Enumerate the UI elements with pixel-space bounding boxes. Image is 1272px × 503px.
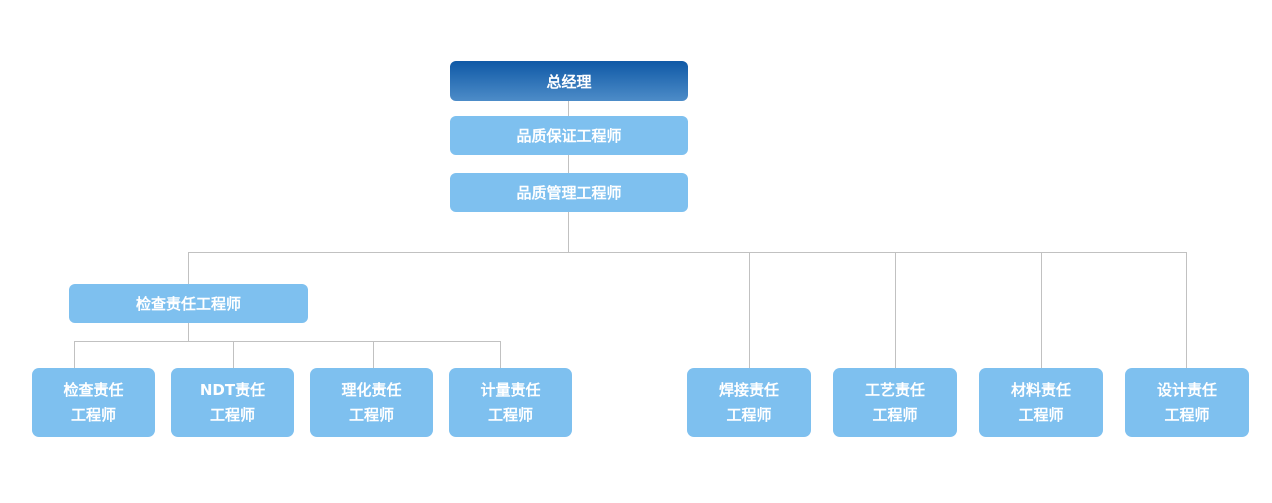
connector-sub-horizontal — [74, 341, 500, 342]
org-node-leaf-design: 设计责任 工程师 — [1125, 368, 1249, 437]
node-label: 检查责任工程师 — [135, 295, 241, 313]
node-label-line2: 工程师 — [1164, 405, 1210, 424]
org-node-leaf-ndt: NDT责任 工程师 — [171, 368, 294, 437]
connector-drop-physchem — [373, 341, 374, 368]
node-label-line2: 工程师 — [726, 405, 772, 424]
node-label-line2: 工程师 — [209, 405, 255, 424]
connector-drop-inspection — [74, 341, 75, 368]
org-node-quality-assurance-engineer: 品质保证工程师 — [450, 116, 688, 155]
org-node-inspection-lead-engineer: 检查责任工程师 — [69, 284, 308, 323]
node-label-line1: 焊接责任 — [718, 380, 779, 399]
node-label-line1: NDT责任 — [199, 380, 266, 399]
node-label-line2: 工程师 — [487, 405, 533, 424]
org-node-leaf-process: 工艺责任 工程师 — [833, 368, 957, 437]
connector-drop-design — [1186, 252, 1187, 368]
connector-drop-welding — [749, 252, 750, 368]
org-node-leaf-welding: 焊接责任 工程师 — [687, 368, 811, 437]
connector-qa-to-qm — [568, 155, 569, 173]
connector-main-horizontal — [188, 252, 1187, 253]
node-label-line1: 设计责任 — [1156, 380, 1217, 399]
org-node-general-manager: 总经理 — [450, 61, 688, 101]
node-label-line2: 工程师 — [70, 405, 116, 424]
connector-qm-to-bus — [568, 212, 569, 252]
org-node-leaf-physchem: 理化责任 工程师 — [310, 368, 433, 437]
connector-drop-inspection-lead — [188, 252, 189, 284]
node-label-line2: 工程师 — [348, 405, 394, 424]
node-label-line1: 理化责任 — [341, 380, 402, 399]
org-node-leaf-metrology: 计量责任 工程师 — [449, 368, 572, 437]
node-label-line1: 材料责任 — [1010, 380, 1071, 399]
connector-drop-ndt — [233, 341, 234, 368]
connector-drop-metrology — [500, 341, 501, 368]
org-node-quality-management-engineer: 品质管理工程师 — [450, 173, 688, 212]
node-label-line2: 工程师 — [1018, 405, 1064, 424]
org-node-leaf-material: 材料责任 工程师 — [979, 368, 1103, 437]
connector-drop-process — [895, 252, 896, 368]
node-label-line1: 工艺责任 — [864, 380, 925, 399]
connector-root-to-qa — [568, 101, 569, 116]
node-label: 品质管理工程师 — [516, 184, 622, 202]
org-node-leaf-inspection: 检查责任 工程师 — [32, 368, 155, 437]
node-label-line1: 检查责任 — [63, 380, 124, 399]
connector-lead-to-subbus — [188, 323, 189, 341]
node-label-line1: 计量责任 — [480, 380, 541, 399]
node-label: 总经理 — [546, 72, 592, 91]
node-label-line2: 工程师 — [872, 405, 918, 424]
node-label: 品质保证工程师 — [516, 127, 622, 145]
connector-drop-material — [1041, 252, 1042, 368]
